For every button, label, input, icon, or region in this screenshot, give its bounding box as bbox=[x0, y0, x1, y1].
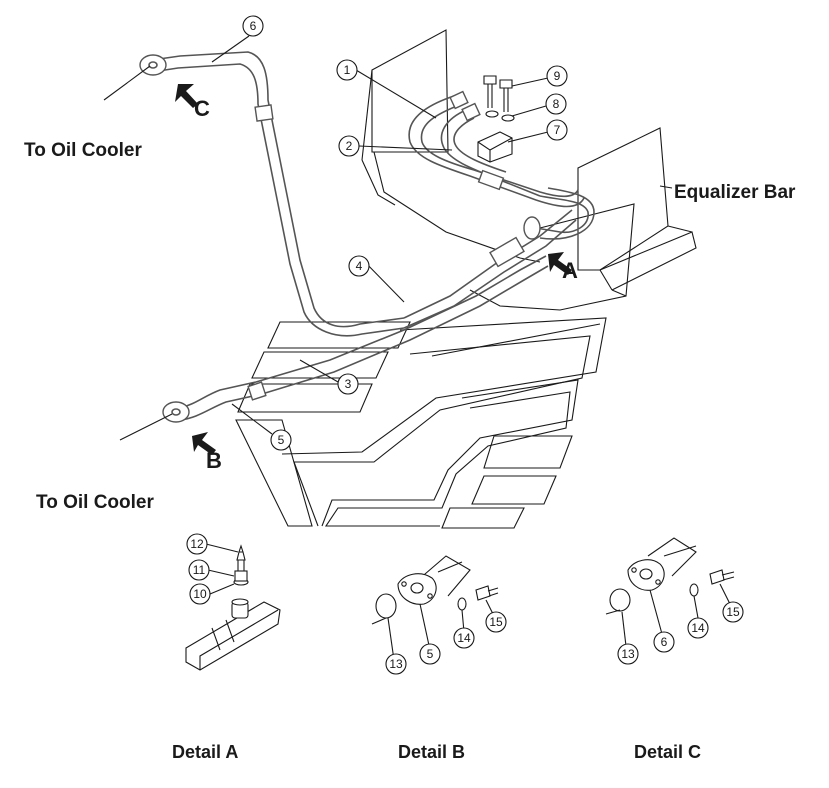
hose-1 bbox=[408, 90, 585, 208]
svg-text:5: 5 bbox=[278, 433, 285, 447]
frame-chevron-plates bbox=[235, 317, 607, 529]
to-oil-cooler-label-bottom: To Oil Cooler bbox=[36, 492, 154, 513]
view-letter-c: C bbox=[194, 96, 210, 121]
svg-text:6: 6 bbox=[250, 19, 257, 33]
detail-a-leaders bbox=[205, 543, 239, 595]
hose-elbow-3 bbox=[477, 169, 595, 240]
detail-b-callout-15: 15 bbox=[485, 611, 507, 633]
bolt-9-a bbox=[483, 75, 497, 108]
svg-text:4: 4 bbox=[356, 259, 363, 273]
svg-text:13: 13 bbox=[389, 657, 403, 671]
svg-text:6: 6 bbox=[661, 635, 668, 649]
callout-6: 6 bbox=[242, 15, 264, 37]
callout-4: 4 bbox=[348, 255, 370, 277]
svg-text:7: 7 bbox=[554, 123, 561, 137]
svg-text:15: 15 bbox=[726, 605, 740, 619]
callout-7: 7 bbox=[546, 119, 568, 141]
svg-text:11: 11 bbox=[193, 563, 206, 577]
detail-a-callout-12: 12 bbox=[186, 533, 208, 555]
to-oil-cooler-label-top: To Oil Cooler bbox=[24, 140, 142, 161]
detail-a-illustration bbox=[185, 544, 281, 671]
svg-text:1: 1 bbox=[344, 63, 351, 77]
svg-text:8: 8 bbox=[553, 97, 560, 111]
view-letter-a: A bbox=[562, 258, 578, 283]
detail-b-illustration bbox=[371, 555, 499, 625]
view-arrow-c bbox=[175, 84, 198, 108]
callout-3: 3 bbox=[337, 373, 359, 395]
detail-b-leaders bbox=[387, 599, 495, 661]
hose-6 bbox=[139, 51, 405, 337]
callout-1: 1 bbox=[336, 59, 358, 81]
hose-5 bbox=[162, 255, 549, 423]
callout-8: 8 bbox=[545, 93, 567, 115]
view-arrow-a bbox=[548, 252, 572, 275]
svg-text:14: 14 bbox=[691, 621, 705, 635]
detail-a-callout-10: 10 bbox=[189, 583, 211, 605]
callout-9: 9 bbox=[546, 65, 568, 87]
svg-text:3: 3 bbox=[345, 377, 352, 391]
detail-b-callout-5: 5 bbox=[419, 643, 441, 665]
svg-text:5: 5 bbox=[427, 647, 434, 661]
frame-plate-upper bbox=[361, 29, 541, 263]
view-arrow-b bbox=[192, 432, 216, 455]
detail-c-callout-13: 13 bbox=[617, 643, 639, 665]
bolt-9-b bbox=[499, 79, 513, 112]
hose-4 bbox=[403, 209, 577, 329]
detail-c-callout-14: 14 bbox=[687, 617, 709, 639]
detail-c-callout-15: 15 bbox=[722, 601, 744, 623]
svg-text:13: 13 bbox=[621, 647, 635, 661]
view-letter-b: B bbox=[206, 448, 222, 473]
svg-text:9: 9 bbox=[554, 69, 561, 83]
clamp-bracket bbox=[477, 131, 513, 163]
detail-b-callout-13: 13 bbox=[385, 653, 407, 675]
detail-c-illustration bbox=[605, 537, 735, 615]
detail-a-callout-11: 11 bbox=[188, 559, 210, 581]
equalizer-bar bbox=[469, 127, 697, 311]
callout-5: 5 bbox=[270, 429, 292, 451]
detail-b-callout-14: 14 bbox=[453, 627, 475, 649]
washer-8 bbox=[485, 110, 515, 122]
svg-text:2: 2 bbox=[346, 139, 353, 153]
callout-2: 2 bbox=[338, 135, 360, 157]
svg-text:12: 12 bbox=[190, 537, 204, 551]
detail-c-callout-6: 6 bbox=[653, 631, 675, 653]
detail-c-leaders bbox=[621, 583, 731, 647]
svg-text:10: 10 bbox=[193, 587, 207, 601]
detail-a-title: Detail A bbox=[172, 742, 238, 762]
svg-text:15: 15 bbox=[489, 615, 503, 629]
detail-b-title: Detail B bbox=[398, 742, 465, 762]
detail-c-title: Detail C bbox=[634, 742, 701, 762]
svg-text:14: 14 bbox=[457, 631, 471, 645]
equalizer-bar-label: Equalizer Bar bbox=[674, 182, 796, 203]
